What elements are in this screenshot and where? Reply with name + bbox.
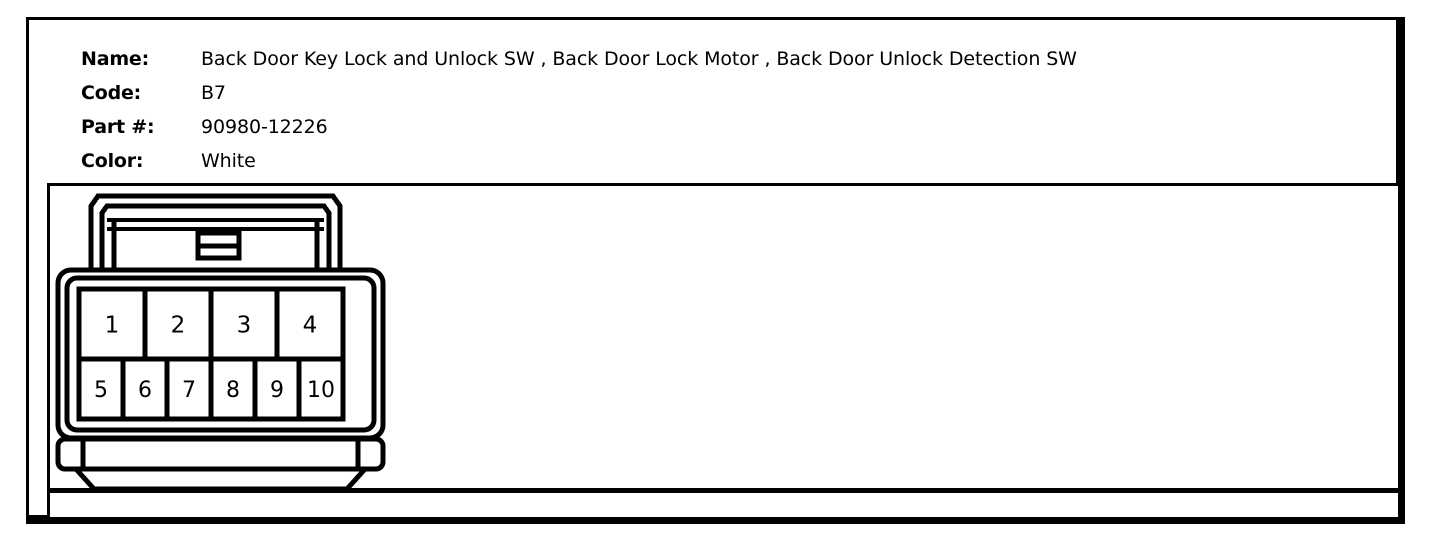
info-label-part-number: Part #: [81,116,155,138]
pin-number-6: 6 [138,378,152,403]
pin-number-5: 5 [94,378,108,403]
connector-skirt [55,436,386,492]
pin-cavity-4 [274,286,346,362]
pin-number-9: 9 [270,378,284,403]
info-row-name: Name: Back Door Key Lock and Unlock SW ,… [81,48,1401,82]
connector-diagram: 1 2 3 4 5 6 7 8 9 10 [50,186,450,496]
skirt-tapered-base [70,466,371,492]
pin-grid [76,286,346,422]
info-row-code: Code: B7 [81,82,1401,116]
info-label-code: Code: [81,82,142,104]
pin-number-10: 10 [307,378,335,403]
pin-number-1: 1 [105,313,120,339]
info-row-color: Color: White [81,150,1401,184]
pin-numbers: 1 2 3 4 5 6 7 8 9 10 [94,313,335,404]
pin-number-3: 3 [237,313,252,339]
panel-bottom-divider [50,488,1398,493]
pin-cavity-10 [296,356,346,422]
pin-number-4: 4 [303,313,318,339]
hood-latch-tab [195,230,242,261]
info-label-name: Name: [81,48,150,70]
connector-info-block: Name: Back Door Key Lock and Unlock SW ,… [81,48,1401,184]
pin-cavity-5 [76,356,126,422]
pin-cavity-2 [142,286,214,362]
pin-cavity-9 [252,356,302,422]
pin-cavity-6 [120,356,170,422]
info-value-color: White [201,150,256,172]
pin-number-8: 8 [226,378,240,403]
skirt-flange-bar [55,436,386,472]
connector-drawing-panel: 1 2 3 4 5 6 7 8 9 10 [47,183,1405,524]
info-value-part-number: 90980-12226 [201,116,328,138]
pin-number-2: 2 [171,313,186,339]
info-value-code: B7 [201,82,226,104]
info-value-name: Back Door Key Lock and Unlock SW , Back … [201,48,1077,70]
info-row-part-number: Part #: 90980-12226 [81,116,1401,150]
pin-number-7: 7 [182,378,196,403]
info-label-color: Color: [81,150,144,172]
